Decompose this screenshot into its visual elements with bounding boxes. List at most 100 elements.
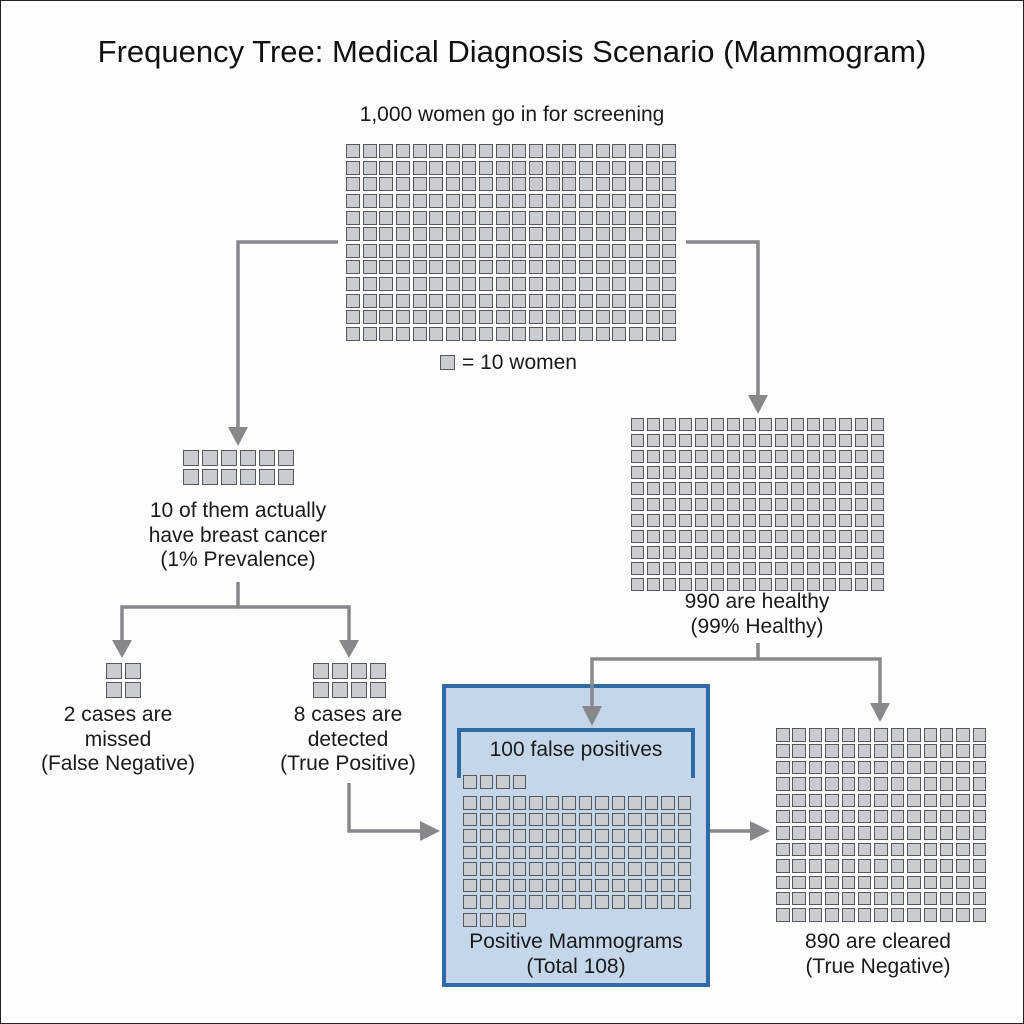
person-square-icon bbox=[662, 160, 677, 175]
person-square-icon bbox=[791, 434, 804, 447]
person-square-icon bbox=[890, 809, 905, 824]
person-square-icon bbox=[823, 530, 836, 543]
person-square-icon bbox=[395, 327, 410, 342]
person-square-icon bbox=[611, 862, 625, 876]
person-square-icon bbox=[939, 728, 954, 742]
person-square-icon bbox=[825, 891, 839, 906]
person-square-icon bbox=[346, 243, 360, 258]
person-square-icon bbox=[496, 845, 510, 859]
person-square-icon bbox=[871, 514, 884, 527]
person-square-icon bbox=[972, 859, 987, 873]
person-square-icon bbox=[529, 260, 544, 275]
person-square-icon bbox=[890, 793, 905, 808]
person-square-icon bbox=[463, 812, 477, 826]
person-square-icon bbox=[612, 260, 627, 275]
person-square-icon bbox=[445, 310, 460, 325]
person-square-icon bbox=[661, 829, 675, 843]
person-square-icon bbox=[496, 775, 510, 789]
person-square-icon bbox=[370, 663, 386, 679]
person-square-icon bbox=[645, 193, 660, 208]
person-square-icon bbox=[939, 908, 954, 922]
person-square-icon bbox=[529, 243, 544, 258]
person-square-icon bbox=[346, 310, 360, 325]
person-square-icon bbox=[907, 859, 921, 873]
person-square-icon bbox=[645, 227, 660, 242]
person-square-icon bbox=[595, 210, 610, 225]
person-square-icon bbox=[370, 682, 386, 698]
person-square-icon bbox=[662, 260, 677, 275]
person-square-icon bbox=[759, 514, 772, 527]
person-square-icon bbox=[776, 842, 790, 857]
person-square-icon bbox=[855, 418, 868, 431]
person-square-icon bbox=[923, 908, 938, 922]
person-square-icon bbox=[412, 277, 427, 292]
person-square-icon bbox=[743, 482, 756, 495]
person-square-icon bbox=[512, 812, 526, 826]
person-square-icon bbox=[679, 530, 692, 543]
person-square-icon bbox=[890, 875, 905, 890]
person-square-icon bbox=[412, 177, 427, 192]
person-square-icon bbox=[379, 293, 394, 308]
person-square-icon bbox=[791, 530, 804, 543]
person-square-icon bbox=[445, 193, 460, 208]
person-square-icon bbox=[512, 327, 527, 342]
person-square-icon bbox=[855, 466, 868, 479]
person-square-icon bbox=[628, 293, 643, 308]
person-square-icon bbox=[495, 243, 510, 258]
person-square-icon bbox=[874, 760, 888, 775]
person-square-icon bbox=[759, 562, 772, 575]
cancer-label-line: (1% Prevalence) bbox=[160, 548, 316, 571]
person-square-icon bbox=[183, 469, 199, 485]
person-square-icon bbox=[972, 826, 987, 840]
person-square-icon bbox=[578, 845, 592, 859]
person-square-icon bbox=[463, 845, 477, 859]
person-square-icon bbox=[939, 875, 954, 890]
person-square-icon bbox=[823, 466, 836, 479]
person-square-icon bbox=[775, 418, 788, 431]
person-square-icon bbox=[841, 875, 856, 890]
person-square-icon bbox=[841, 842, 856, 857]
person-square-icon bbox=[529, 327, 544, 342]
person-square-icon bbox=[628, 243, 643, 258]
person-square-icon bbox=[645, 210, 660, 225]
person-square-icon bbox=[362, 327, 377, 342]
person-square-icon bbox=[743, 498, 756, 511]
person-square-icon bbox=[871, 546, 884, 559]
person-square-icon bbox=[562, 796, 576, 810]
person-square-icon bbox=[807, 498, 820, 511]
person-square-icon bbox=[647, 466, 660, 479]
person-square-icon bbox=[727, 578, 740, 591]
person-square-icon bbox=[743, 530, 756, 543]
positive-total-label: Positive Mammograms (Total 108) bbox=[442, 930, 710, 979]
person-square-icon bbox=[776, 859, 790, 873]
person-square-icon bbox=[628, 862, 642, 876]
person-square-icon bbox=[791, 498, 804, 511]
person-square-icon bbox=[727, 482, 740, 495]
person-square-icon bbox=[825, 777, 839, 791]
person-square-icon bbox=[677, 862, 691, 876]
person-square-icon bbox=[807, 514, 820, 527]
person-square-icon bbox=[825, 760, 839, 775]
person-square-icon bbox=[529, 878, 543, 892]
person-square-icon bbox=[462, 144, 477, 158]
person-square-icon bbox=[479, 829, 493, 843]
person-square-icon bbox=[759, 578, 772, 591]
cancer-label: 10 of them actually have breast cancer (… bbox=[88, 499, 388, 573]
person-square-icon bbox=[807, 546, 820, 559]
person-square-icon bbox=[631, 482, 644, 495]
person-square-icon bbox=[612, 160, 627, 175]
false-positives-bracket bbox=[457, 728, 695, 778]
person-square-icon bbox=[890, 826, 905, 840]
person-square-icon bbox=[956, 875, 970, 890]
person-square-icon bbox=[479, 310, 494, 325]
person-square-icon bbox=[825, 793, 839, 808]
person-square-icon bbox=[695, 418, 708, 431]
person-square-icon bbox=[512, 829, 526, 843]
person-square-icon bbox=[202, 469, 218, 485]
person-square-icon bbox=[529, 144, 544, 158]
person-square-icon bbox=[429, 277, 444, 292]
positive-top-row bbox=[463, 775, 526, 789]
person-square-icon bbox=[775, 578, 788, 591]
person-square-icon bbox=[727, 434, 740, 447]
person-square-icon bbox=[259, 469, 275, 485]
